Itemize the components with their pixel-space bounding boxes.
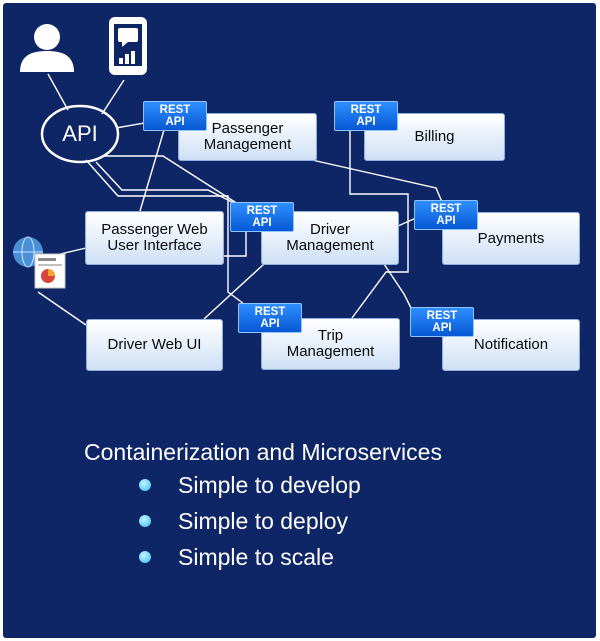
api-node-circle [40, 104, 120, 164]
passenger-web-ui-box: Passenger Web User Interface [85, 211, 224, 265]
rest-api-badge-driver-management: REST API [230, 202, 294, 232]
driver-web-ui-label: Driver Web UI [107, 336, 202, 353]
trip-management-line-2: Management [286, 343, 375, 360]
rest-api-badge-line-1: REST [430, 203, 462, 215]
rest-api-badge-notification: REST API [410, 307, 474, 337]
notification-label: Notification [473, 336, 549, 353]
rest-api-badge-line-1: REST [159, 104, 191, 116]
rest-api-badge-passenger-management: REST API [143, 101, 207, 131]
driver-management-line-2: Management [286, 237, 374, 254]
rest-api-badge-line-1: REST [426, 310, 458, 322]
connector-mobile-api [101, 79, 125, 115]
payments-label: Payments [477, 229, 545, 247]
rest-api-badge-billing: REST API [334, 101, 398, 131]
connector-web-driverweb [37, 291, 87, 326]
rest-api-badge-trip-management: REST API [238, 303, 302, 333]
driver-web-ui-box: Driver Web UI [86, 319, 223, 371]
bullet-text: Simple to develop [178, 472, 361, 498]
connector-passengerweb-rest [139, 129, 165, 212]
connector-user-api [47, 73, 69, 111]
connector-api-trip-mgmt [85, 159, 245, 305]
rest-api-badge-line-1: REST [254, 306, 286, 318]
bullet-dot [139, 551, 151, 563]
bullet-dot [139, 515, 151, 527]
rest-api-badge-line-2: API [436, 215, 456, 227]
rest-api-badge-line-2: API [165, 116, 185, 128]
trip-management-box: Trip Management [261, 318, 400, 370]
api-node: API [62, 121, 98, 146]
billing-label: Billing [414, 128, 455, 145]
user-icon [20, 24, 74, 72]
connector-driver-mgmt-payments [397, 217, 417, 227]
connector-api-driver-mgmt-1 [103, 155, 239, 205]
connector-passengerweb-driver-mgmt [224, 228, 247, 257]
bullet-text: Simple to deploy [178, 508, 349, 534]
rest-api-badge-line-1: REST [350, 104, 382, 116]
rest-api-badge-line-2: API [252, 217, 272, 229]
passenger-web-ui-line-2: User Interface [107, 237, 202, 254]
rest-api-badge-line-2: API [356, 116, 376, 128]
driver-management-line-1: Driver [310, 221, 350, 238]
trip-management-line-1: Trip [317, 327, 344, 344]
rest-api-badge-payments: REST API [414, 200, 478, 230]
summary-heading: Containerization and Microservices [84, 439, 442, 465]
passenger-management-line-2: Management [203, 136, 292, 153]
rest-api-badge-line-1: REST [246, 205, 278, 217]
mobile-app-icon [109, 17, 147, 75]
connector-driverweb-driver-mgmt [203, 263, 265, 320]
rest-api-badge-line-2: API [260, 318, 280, 330]
connector-api-driver-mgmt-2 [95, 161, 241, 207]
web-page-icon [13, 236, 66, 289]
rest-api-badge-line-2: API [432, 322, 452, 334]
passenger-web-ui-line-1: Passenger Web [101, 221, 208, 238]
connector-passenger-mgmt-payments [311, 159, 443, 203]
connector-billing-trip [349, 130, 409, 319]
bullet-text: Simple to scale [178, 544, 334, 570]
bullet-dot [139, 479, 151, 491]
passenger-management-line-1: Passenger [211, 120, 284, 137]
